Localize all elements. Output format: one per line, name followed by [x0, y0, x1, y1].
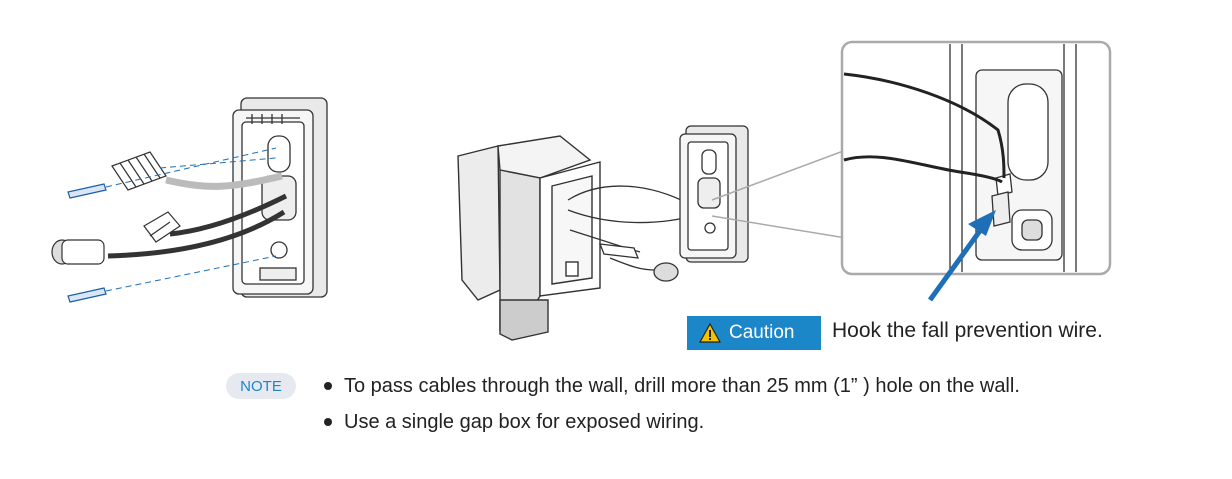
screw-bottom — [67, 287, 107, 303]
warning-icon — [699, 322, 721, 343]
note-item-text: To pass cables through the wall, drill m… — [344, 375, 1020, 397]
note-item: Use a single gap box for exposed wiring. — [322, 407, 1020, 443]
note-badge: NOTE — [226, 373, 296, 399]
camera-cables — [569, 229, 679, 282]
screw-top — [67, 183, 107, 199]
grey-cable — [165, 172, 283, 190]
terminal-connector — [111, 151, 167, 191]
note-item-text: Use a single gap box for exposed wiring. — [344, 411, 705, 433]
lan-cable — [169, 193, 288, 237]
camera-body — [457, 135, 601, 341]
bullet-icon — [324, 382, 332, 390]
dc-plug — [51, 239, 105, 265]
rj45-plug — [143, 211, 181, 243]
wall-plate-middle — [679, 125, 749, 263]
power-cable — [107, 209, 286, 259]
zoom-lines — [711, 149, 847, 239]
detail-inset — [840, 40, 1112, 276]
caution-badge: Caution — [687, 316, 821, 350]
hook-arrow — [927, 210, 996, 302]
guide-lines — [105, 147, 277, 292]
caution-text: Hook the fall prevention wire. — [832, 319, 1103, 342]
caution-label: Caution — [729, 322, 795, 343]
note-item: To pass cables through the wall, drill m… — [322, 371, 1020, 407]
bullet-icon — [324, 418, 332, 426]
note-list: To pass cables through the wall, drill m… — [322, 371, 1020, 443]
